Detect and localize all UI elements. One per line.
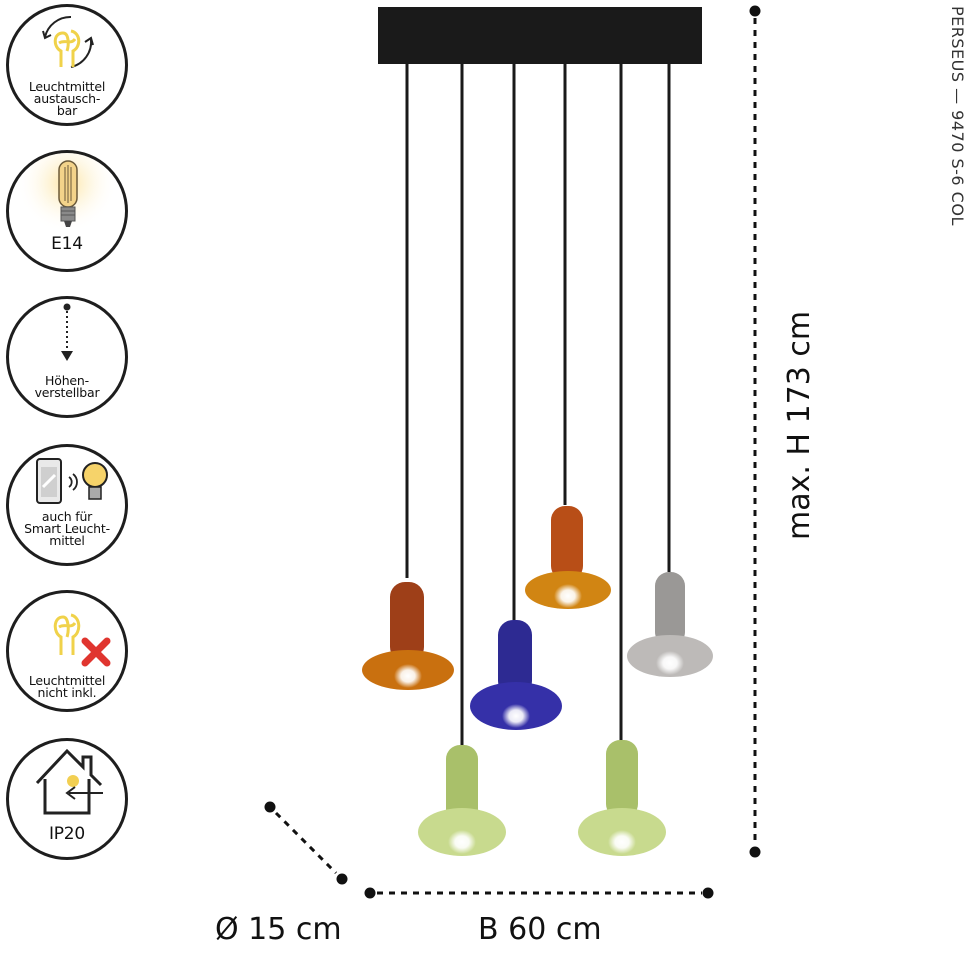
shade-green-left (418, 745, 506, 856)
bulb-exchange-icon (42, 15, 94, 68)
shade-violet (470, 620, 562, 730)
feature-badge-height-adjustable: Höhen-verstellbar (6, 296, 128, 418)
height-adjust-icon (61, 303, 73, 361)
smart-bulb-icon (36, 458, 108, 504)
height-dimension-line (749, 5, 761, 858)
feature-badge-ip20: IP20 (6, 738, 128, 860)
badge-label: E14 (51, 234, 83, 254)
feature-badge-e14: E14 (6, 150, 128, 272)
badge-label: Höhen-verstellbar (34, 373, 100, 400)
shade-brown (362, 582, 454, 690)
badge-label: IP20 (48, 824, 86, 844)
diameter-dimension-line (264, 801, 348, 885)
bulb-excluded-icon (53, 613, 111, 667)
shade-smoke (627, 572, 713, 677)
ceiling-canopy (378, 7, 702, 64)
shade-amber (525, 506, 611, 609)
e14-bulb-icon (17, 153, 117, 243)
diameter-label: Ø 15 cm (215, 912, 342, 947)
width-dimension-line (364, 887, 714, 899)
width-label: B 60 cm (478, 912, 602, 947)
ip20-house-icon (35, 748, 103, 815)
height-label: max. H 173 cm (782, 310, 817, 540)
product-code: PERSEUS — 9470 S-6 COL (948, 6, 967, 226)
suspension-cables (405, 22, 671, 745)
shade-green-right (578, 740, 666, 856)
